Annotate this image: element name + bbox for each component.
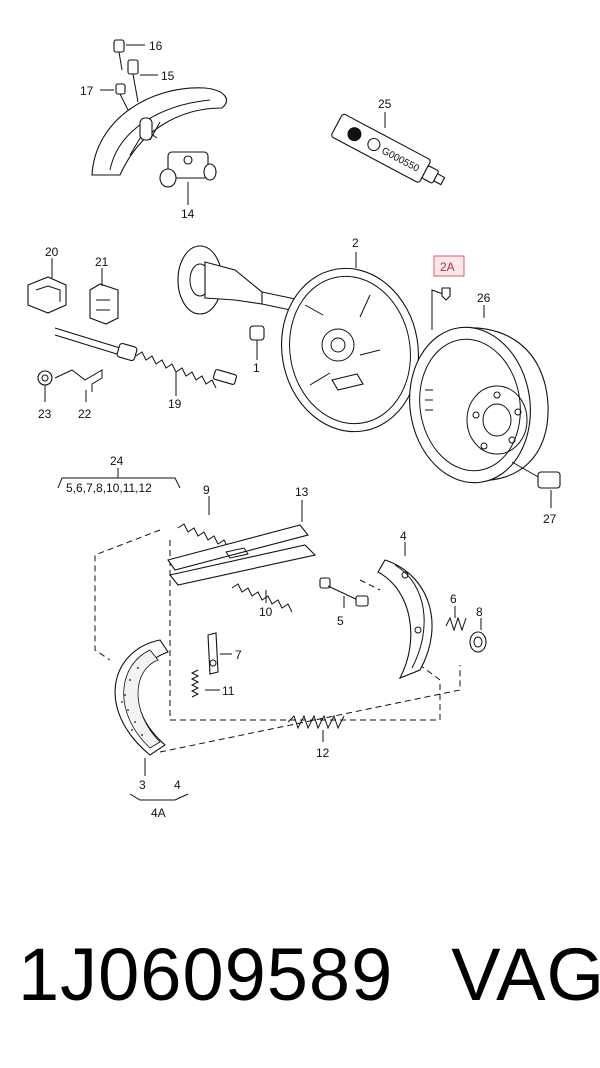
axle-hub — [177, 245, 301, 360]
callout-4: 4 — [400, 529, 407, 543]
cup-8 — [469, 618, 487, 653]
callout-10: 10 — [259, 605, 273, 619]
callout-12: 12 — [316, 746, 330, 760]
callout-13: 13 — [295, 485, 309, 499]
lining-texture — [121, 667, 143, 736]
callout-24: 24 — [110, 454, 124, 468]
callout-19: 19 — [168, 397, 182, 411]
callout-21: 21 — [95, 255, 109, 269]
kit-4a-bracket — [129, 793, 189, 801]
bolt-27 — [511, 461, 561, 508]
brake-cable — [54, 327, 238, 396]
callout-7: 7 — [235, 648, 242, 662]
callout-22: 22 — [78, 407, 92, 421]
clip-21 — [89, 268, 119, 325]
callout-2a-box — [431, 255, 465, 330]
callout-8: 8 — [476, 605, 483, 619]
lever-7 — [207, 632, 232, 675]
wheel-cylinder-assembly — [91, 39, 227, 205]
part-number: 1J0609589 — [18, 933, 394, 1016]
callout-17: 17 — [80, 84, 94, 98]
callout-4a: 4A — [151, 806, 166, 820]
spring-10 — [231, 583, 293, 613]
strut-13 — [167, 500, 317, 586]
callout-15: 15 — [161, 69, 175, 83]
grease-tube: G000550 — [331, 113, 446, 186]
callout-27: 27 — [543, 512, 557, 526]
callout-5: 5 — [337, 614, 344, 628]
pin-5 — [319, 577, 369, 608]
grommet-23 — [37, 370, 53, 402]
callout-20: 20 — [45, 245, 59, 259]
brake-shoe-left — [114, 639, 169, 776]
spring-6 — [445, 606, 467, 632]
callout-24-sub: 5,6,7,8,10,11,12 — [66, 481, 152, 495]
callout-3: 3 — [139, 778, 146, 792]
backing-plate — [280, 252, 420, 433]
spring-11 — [190, 669, 220, 698]
callout-2: 2 — [352, 236, 359, 250]
callout-23: 23 — [38, 407, 52, 421]
callout-25: 25 — [378, 97, 392, 111]
brand-name: VAG — [451, 933, 600, 1016]
brake-shoe-right — [377, 542, 433, 680]
callout-1: 1 — [253, 361, 260, 375]
callout-9: 9 — [203, 483, 210, 497]
callout-26: 26 — [477, 291, 491, 305]
callout-14: 14 — [181, 207, 195, 221]
brake-drum — [409, 305, 549, 484]
bracket-22 — [54, 369, 103, 402]
callout-2a: 2A — [440, 260, 455, 274]
spring-12 — [287, 714, 345, 742]
callout-4b: 4 — [174, 778, 181, 792]
clip-20 — [27, 258, 67, 314]
callout-6: 6 — [450, 592, 457, 606]
shoe-kit-frame — [94, 529, 461, 753]
callout-11: 11 — [222, 684, 235, 698]
callout-16: 16 — [149, 39, 163, 53]
kit-bracket — [57, 468, 181, 489]
